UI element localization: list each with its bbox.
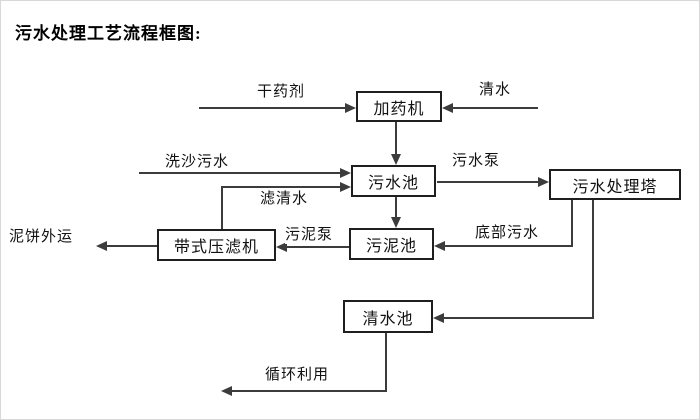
edge-bottom-sewage-vertical [571, 200, 573, 247]
edge-dosing-to-sewage-line [395, 122, 397, 155]
label-clean-water: 清水 [479, 82, 512, 100]
label-sludge-pump: 污泥泵 [285, 227, 334, 245]
arrowhead-left-icon [433, 313, 444, 323]
node-clean-water-pool-label: 清水池 [362, 310, 414, 328]
node-belt-filter-press-label: 带式压滤机 [173, 239, 259, 256]
node-treatment-tower: 污水处理塔 [549, 169, 681, 200]
arrowhead-left-icon [221, 386, 232, 396]
edge-tower-to-clean-line [444, 317, 594, 319]
arrowhead-left-icon [276, 242, 287, 252]
node-belt-filter-press: 带式压滤机 [157, 229, 276, 261]
node-sewage-pool-label: 污水池 [367, 175, 419, 192]
label-mud-cake-out: 泥饼外运 [9, 229, 74, 247]
edge-filtered-water-vertical [221, 187, 223, 229]
edge-dry-agent-line [199, 107, 346, 109]
edge-clean-water-line [453, 107, 538, 109]
arrowhead-right-icon [345, 103, 356, 113]
edge-bottom-sewage-line [445, 245, 573, 247]
arrowhead-down-icon [391, 154, 401, 165]
label-filtered-water: 滤清水 [260, 191, 309, 209]
label-sewage-pump: 污水泵 [452, 153, 501, 171]
edge-mud-cake-line [107, 245, 157, 247]
edge-recycle-vertical [385, 333, 387, 392]
label-sand-washing-sewage: 洗沙污水 [165, 154, 230, 172]
node-dosing-machine-label: 加药机 [373, 100, 425, 118]
arrowhead-right-icon [538, 177, 549, 187]
node-dosing-machine: 加药机 [356, 91, 442, 122]
edge-tower-to-clean-vertical [592, 200, 594, 319]
edge-sand-washing-line [139, 172, 340, 174]
arrowhead-down-icon [391, 217, 401, 228]
node-sludge-pool: 污泥池 [349, 228, 434, 260]
node-sludge-pool-label: 污泥池 [365, 238, 417, 255]
label-recycle: 循环利用 [265, 367, 330, 385]
edge-sewage-to-sludge-line [395, 197, 397, 217]
arrowhead-left-icon [434, 241, 445, 251]
arrowhead-left-icon [442, 103, 453, 113]
arrowhead-right-icon [340, 168, 351, 178]
edge-recycle-line [232, 390, 387, 392]
label-bottom-sewage: 底部污水 [475, 225, 540, 243]
page-title: 污水处理工艺流程框图: [15, 24, 202, 43]
node-treatment-tower-label: 污水处理塔 [572, 178, 658, 196]
node-clean-water-pool: 清水池 [343, 300, 433, 333]
arrowhead-left-icon [96, 241, 107, 251]
label-dry-agent: 干药剂 [257, 84, 306, 102]
edge-sludge-pump-line [287, 246, 349, 248]
node-sewage-pool: 污水池 [351, 165, 436, 197]
edge-sewage-pump-line [437, 181, 538, 183]
edge-filtered-water-line [221, 186, 340, 188]
arrowhead-right-icon [340, 182, 351, 192]
